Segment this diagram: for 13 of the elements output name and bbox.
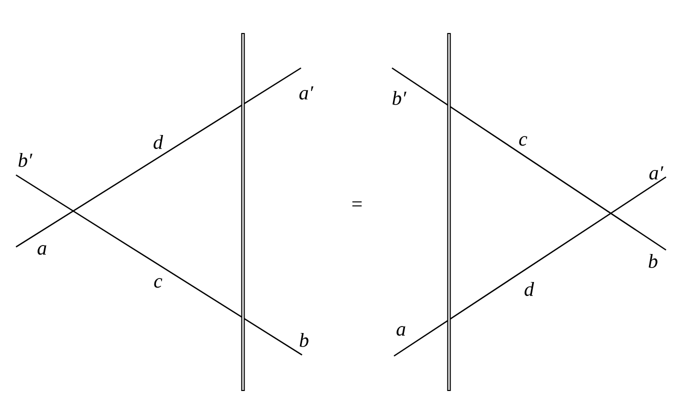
line-label: b′ xyxy=(18,152,32,168)
line-label: b xyxy=(300,332,308,348)
line-label: b xyxy=(648,254,658,268)
line-label: d xyxy=(154,134,164,150)
line-label: a′ xyxy=(299,86,314,100)
line-label: a xyxy=(396,326,406,336)
line-label: c xyxy=(154,278,162,288)
line-label: c xyxy=(519,136,528,146)
line-label: d xyxy=(524,282,534,296)
equals-sign: = xyxy=(352,201,362,206)
line-label: a xyxy=(38,245,46,255)
line-label: b′ xyxy=(392,90,406,106)
line-label: a′ xyxy=(649,166,664,180)
